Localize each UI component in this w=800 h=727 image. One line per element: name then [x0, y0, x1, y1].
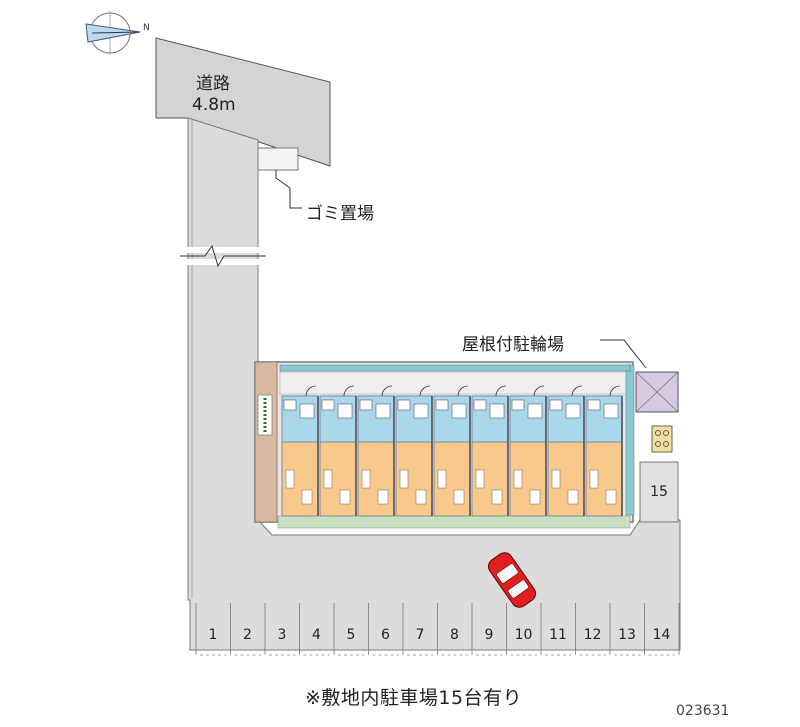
parking-slot-number: 5 [346, 627, 356, 643]
parking-slot-15: 15 [650, 484, 668, 500]
parking-row [195, 603, 680, 656]
garbage-label: ゴミ置場 [306, 204, 374, 224]
road-name: 道路 [196, 74, 230, 94]
property-code: 023631 [676, 703, 730, 719]
car-icon [487, 552, 537, 608]
garbage-area [257, 147, 302, 209]
parking-slot-number: 14 [652, 627, 671, 643]
road-width: 4.8m [192, 95, 236, 115]
compass-icon: N [85, 11, 150, 55]
parking-slot-number: 3 [277, 627, 287, 643]
road [155, 37, 331, 167]
parking-slot-number: 6 [381, 627, 390, 643]
parking-slot-number: 8 [450, 627, 459, 643]
parking-slot-number: 2 [243, 627, 252, 643]
parking-slot-number: 4 [312, 627, 321, 643]
parking-slot-number: 9 [484, 627, 494, 643]
parking-slot-number: 13 [618, 627, 636, 643]
apartment-unit [357, 385, 395, 517]
parking-slot-number: 1 [208, 627, 218, 643]
apartment-unit [319, 385, 357, 517]
bike-parking-label: 屋根付駐輪場 [462, 335, 564, 355]
parking-slot-number: 7 [415, 627, 425, 643]
apartment-unit [585, 385, 623, 517]
apartment-unit [395, 385, 433, 517]
parking-footnote: ※敷地内駐車場15台有り [305, 687, 523, 709]
parking-slot-number: 11 [549, 627, 567, 643]
apartment-unit [281, 385, 319, 517]
apartment-unit [471, 385, 509, 517]
svg-text:N: N [143, 23, 150, 33]
bike-parking [600, 339, 679, 523]
parking-slot-number: 12 [583, 627, 602, 643]
apartment-unit [547, 385, 585, 517]
parking-slot-number: 10 [514, 627, 533, 643]
apartment-unit [509, 385, 547, 517]
units [281, 385, 623, 517]
building [254, 361, 635, 529]
apartment-unit [433, 385, 471, 517]
